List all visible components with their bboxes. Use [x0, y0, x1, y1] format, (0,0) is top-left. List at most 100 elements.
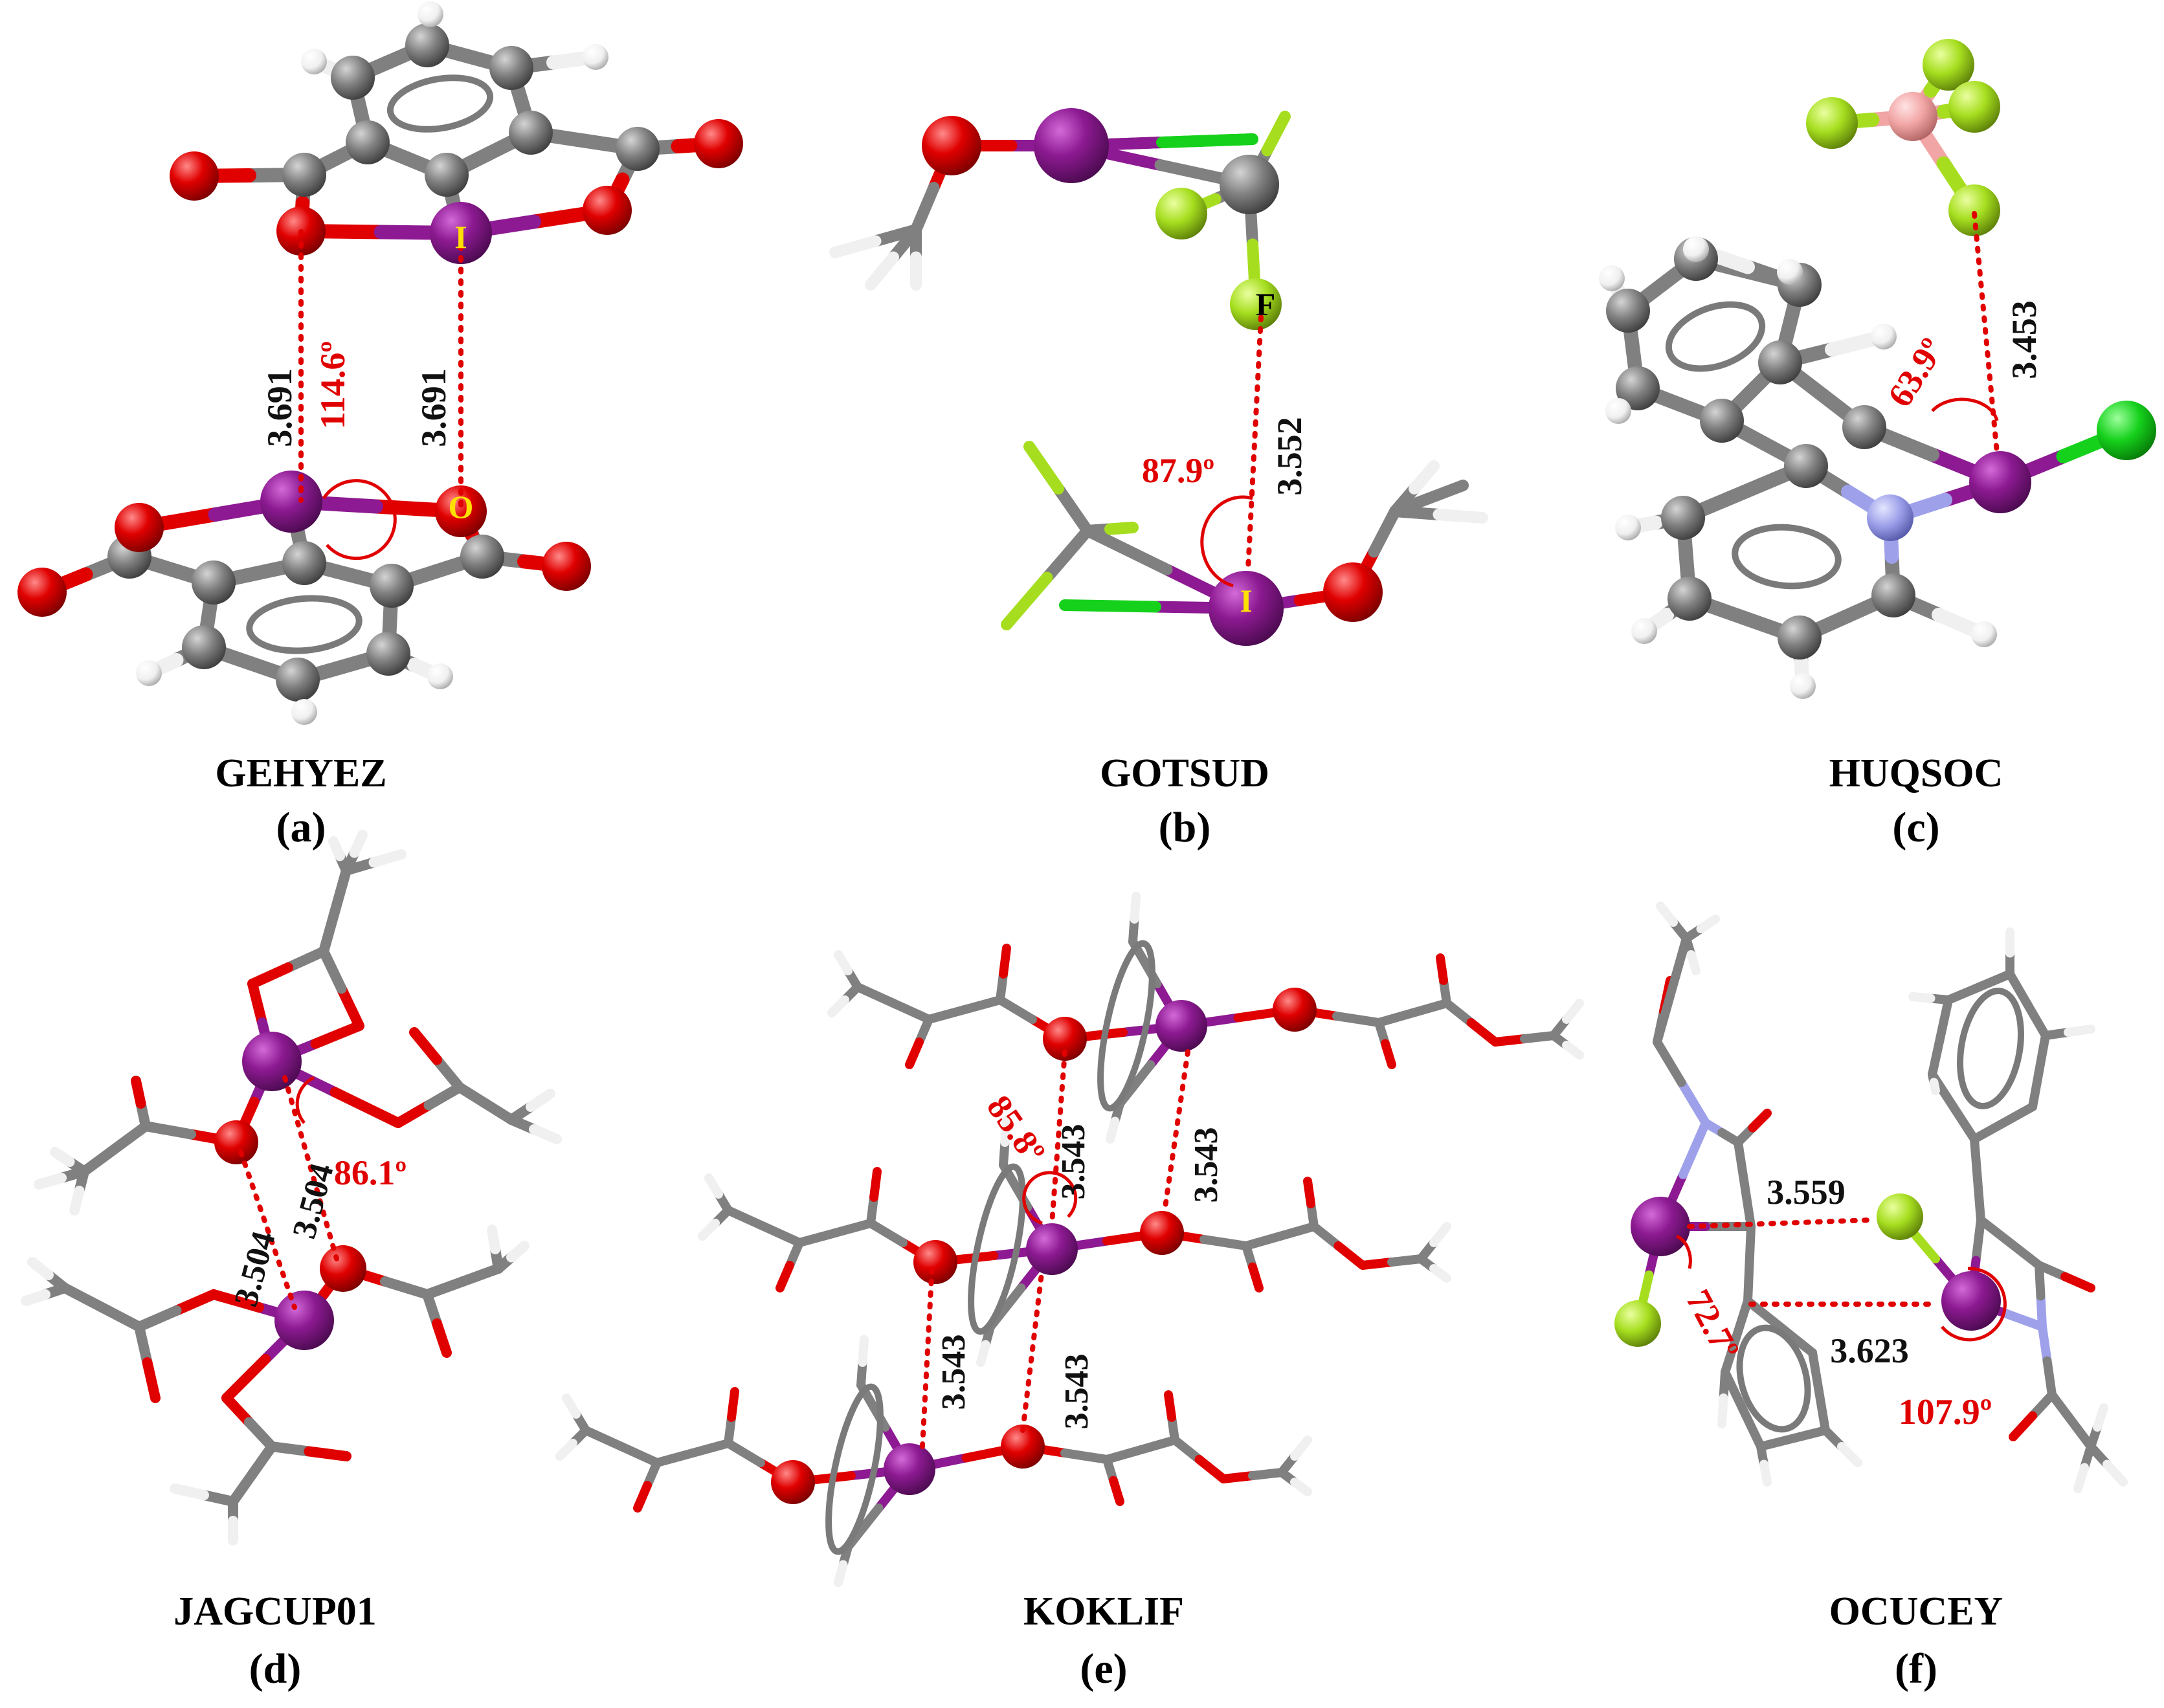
- angle-arc: [1675, 1234, 1692, 1269]
- bond: [1948, 1102, 1979, 1144]
- bond: [506, 1241, 530, 1263]
- bond: [688, 1439, 733, 1458]
- bond: [380, 1276, 432, 1300]
- contact-line: [238, 1149, 297, 1310]
- oxygen-atom: [115, 503, 164, 552]
- iodine-atom: [1026, 1223, 1078, 1275]
- oxygen-atom: [1323, 562, 1383, 622]
- hydrogen-atom: [1871, 324, 1897, 349]
- oxygen-atom: [694, 119, 743, 168]
- bond: [866, 1219, 908, 1247]
- bond: [526, 1089, 555, 1112]
- bond: [1358, 1258, 1396, 1270]
- bond: [247, 979, 267, 1028]
- carbon-atom: [366, 632, 410, 676]
- bond: [1717, 1393, 1728, 1428]
- bond: [1053, 483, 1093, 537]
- carbon-atom: [616, 127, 660, 171]
- angle-arc: [1941, 1267, 2007, 1342]
- carbon-atom: [1784, 444, 1828, 488]
- bond: [131, 1076, 146, 1109]
- bond: [1333, 1241, 1367, 1270]
- hydrogen-atom: [1615, 515, 1641, 540]
- bond: [208, 1289, 264, 1313]
- bond: [1389, 505, 1445, 520]
- distance-label: 3.559: [1767, 1173, 1846, 1212]
- carbon-atom: [509, 111, 553, 155]
- bond: [1170, 1436, 1204, 1464]
- bond: [905, 1037, 924, 1069]
- atom-label-iodine: I: [1240, 582, 1252, 619]
- bond: [1928, 1032, 1945, 1079]
- bond: [633, 1481, 652, 1513]
- carbon-atom: [1778, 616, 1822, 660]
- oxygen-atom: [17, 568, 67, 617]
- bond: [1789, 1426, 1830, 1443]
- bond: [1387, 1254, 1425, 1267]
- hydrogen-atom: [418, 1, 443, 27]
- bond: [221, 1393, 254, 1428]
- hydrogen-atom: [136, 660, 162, 686]
- bond: [244, 1417, 277, 1452]
- bond: [1429, 1264, 1451, 1283]
- bond: [724, 1439, 765, 1467]
- distance-label: 3.543: [935, 1335, 972, 1410]
- bond: [2002, 1309, 2047, 1331]
- panel-code-gotsud: GOTSUD: [1100, 751, 1269, 795]
- bond: [27, 1257, 54, 1280]
- oxygen-atom: [913, 1240, 957, 1284]
- panel-label-c: (c): [1892, 804, 1939, 851]
- bond: [775, 1261, 794, 1292]
- bond: [1944, 982, 1984, 1004]
- contact-layer: [238, 211, 2000, 1449]
- bond: [1743, 1259, 1754, 1305]
- carbon-atom: [489, 46, 533, 90]
- distance-label: 3.453: [2005, 300, 2044, 379]
- bond: [1290, 1478, 1312, 1496]
- atom-label-oxygen: O: [449, 489, 474, 525]
- bond: [1732, 1296, 1752, 1341]
- oxygen-atom: [320, 1245, 366, 1292]
- bond: [996, 995, 1037, 1024]
- angle-arc: [295, 1076, 315, 1124]
- bond: [69, 1186, 85, 1215]
- atom-label-iodine: I: [454, 219, 467, 255]
- bond: [834, 950, 853, 975]
- bond: [924, 1005, 969, 1024]
- bond: [142, 1357, 161, 1403]
- angle-arc: [1200, 495, 1253, 588]
- fluorine-atom: [1155, 188, 1207, 239]
- bond: [2009, 1411, 2037, 1441]
- hydrogen-atom: [1971, 621, 1997, 647]
- panel-code-ocucey: OCUCEY: [1829, 1590, 2003, 1634]
- angle-label: 85.8º: [979, 1088, 1053, 1170]
- bond: [21, 1289, 50, 1306]
- bond: [960, 995, 1005, 1014]
- bond: [2103, 1459, 2128, 1487]
- bond: [865, 251, 899, 291]
- bond: [704, 1173, 723, 1199]
- bond: [2035, 1261, 2069, 1281]
- bond: [1436, 953, 1448, 985]
- bond: [1696, 915, 1720, 933]
- bond-layer: [21, 7, 2134, 1587]
- bond: [1409, 460, 1440, 494]
- bond: [318, 905, 340, 957]
- panel-code-gehyez: GEHYEZ: [215, 751, 386, 795]
- bond: [1199, 1235, 1251, 1250]
- contact-line: [1163, 1049, 1190, 1210]
- bond: [2042, 1356, 2057, 1399]
- bond: [2028, 1390, 2057, 1421]
- bond: [1808, 1348, 1824, 1396]
- hydrogen-atom: [291, 699, 317, 725]
- aromatic-ring: [1097, 940, 1155, 1112]
- atom-label-fluorine: F: [1256, 286, 1276, 322]
- bond: [759, 1222, 804, 1247]
- bond: [1248, 1262, 1264, 1292]
- bond: [1060, 1448, 1111, 1464]
- iodine-atom: [1941, 1271, 2001, 1331]
- distance-label: 3.543: [1058, 1354, 1095, 1430]
- bond: [1971, 1215, 1985, 1265]
- bond: [1738, 1404, 1765, 1451]
